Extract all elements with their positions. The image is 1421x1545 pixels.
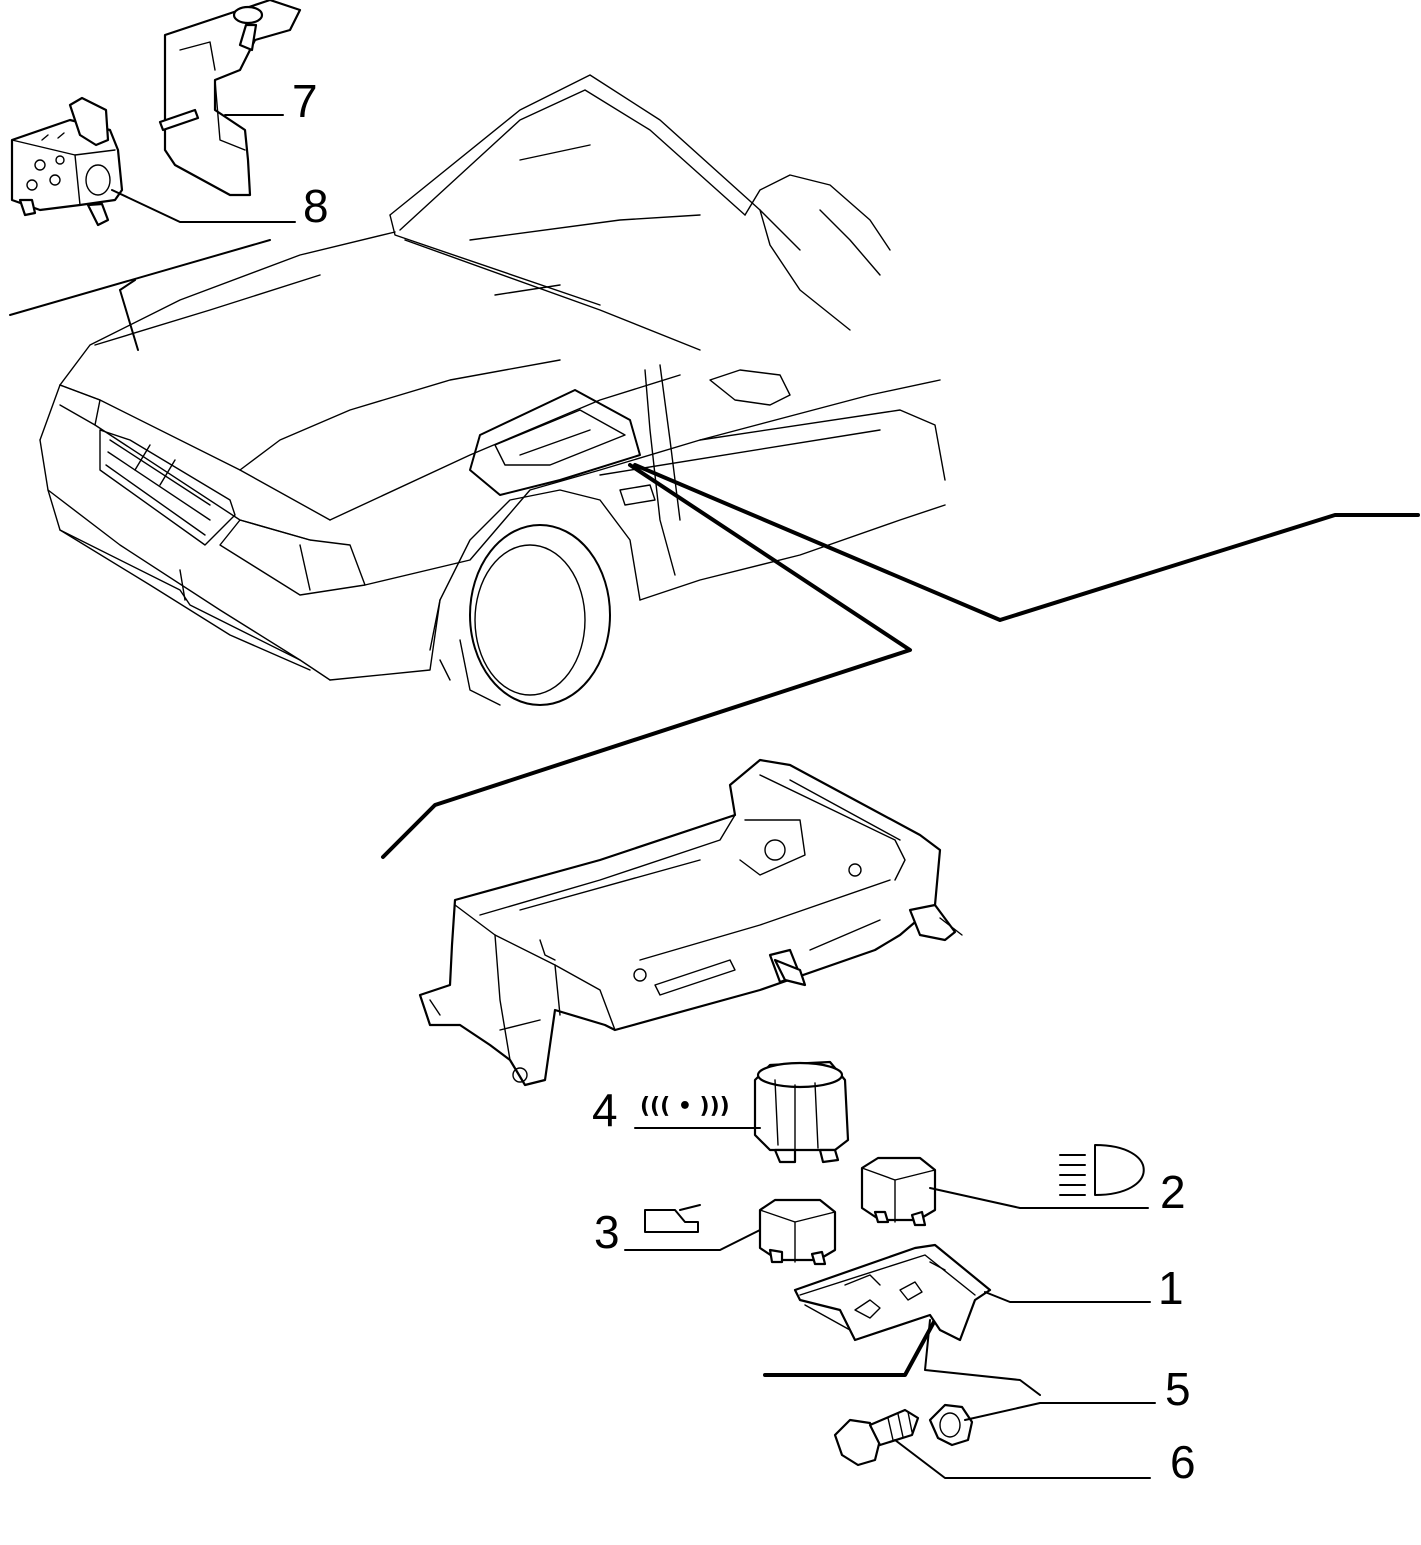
horn-relay-icon [644,1204,701,1233]
callout-7: 7 [292,75,318,127]
bracket-part [158,0,302,197]
nut-part [928,1402,1156,1447]
mount-plate-part [793,1243,1151,1342]
relay-block-part [10,96,296,227]
callout-1: 1 [1158,1262,1184,1314]
headlight-relay-part [860,1156,1149,1227]
callout-8: 8 [303,180,329,232]
hazard-flasher-icon: ((( • ))) [640,1094,730,1119]
headlight-icon [1059,1144,1145,1196]
car-illustration [39,74,946,706]
callout-2: 2 [1160,1166,1186,1218]
callout-6: 6 [1170,1436,1196,1488]
callout-5: 5 [1165,1363,1191,1415]
hazard-relay-part [634,1060,850,1164]
callout-3: 3 [594,1206,620,1258]
bolt-part [833,1408,1151,1479]
callout-4: 4 [592,1084,618,1136]
relay-part-3 [624,1198,837,1266]
pointer-lines [9,239,1420,1396]
fuse-box-part [418,758,963,1087]
